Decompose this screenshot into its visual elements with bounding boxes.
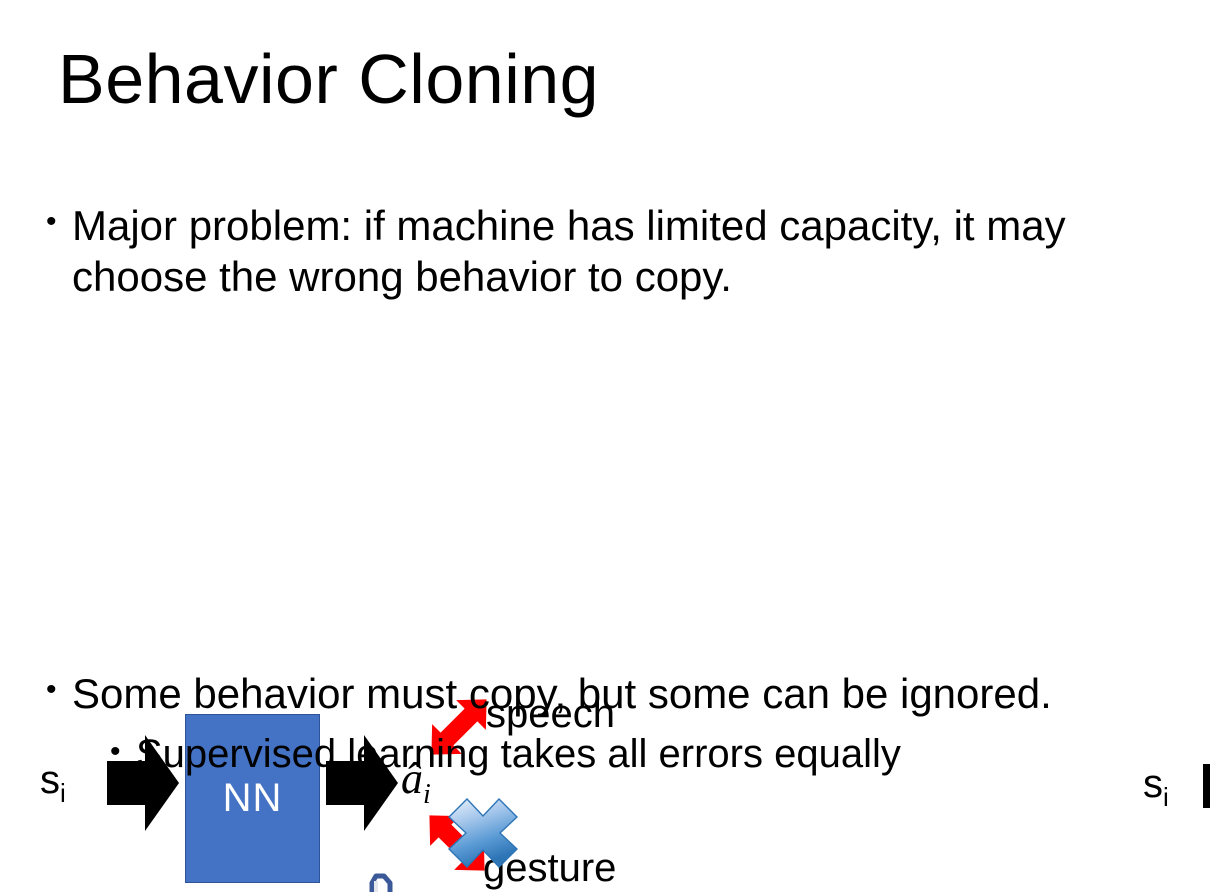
bullet-bottom-secondary: • Supervised learning takes all errors e… xyxy=(110,730,1170,779)
input-arrow-icon-right xyxy=(1203,738,1210,834)
thumbs-up-icon xyxy=(328,871,424,892)
page-title: Behavior Cloning xyxy=(58,40,600,118)
action-label-left: âi xyxy=(401,754,431,810)
bullet-top: • Major problem: if machine has limited … xyxy=(46,200,1136,302)
diagram-right: si NN Actor âi xyxy=(558,340,1210,810)
cross-out-icon-left xyxy=(445,795,521,871)
input-arrow-icon-left xyxy=(107,735,179,831)
state-label-left: si xyxy=(40,758,66,808)
action-subscript: i xyxy=(423,778,431,810)
diagram-left: si NN Actor âi xyxy=(10,340,616,892)
bullet-marker-icon: • xyxy=(110,735,121,768)
bullet-bottom-primary: • Some behavior must copy, but some can … xyxy=(46,668,1166,719)
bullet-bottom-secondary-text: Supervised learning takes all errors equ… xyxy=(136,732,901,776)
state-subscript: i xyxy=(1163,782,1169,812)
bullet-top-text: Major problem: if machine has limited ca… xyxy=(72,202,1066,301)
output-arrow-icon-left xyxy=(326,735,398,831)
speech-arrow-icon-left xyxy=(420,688,498,766)
bullet-bottom-primary-text: Some behavior must copy, but some can be… xyxy=(72,670,1052,717)
state-label-right: si xyxy=(1143,762,1169,812)
speech-label-left: speech xyxy=(486,692,615,736)
bullet-marker-icon: • xyxy=(46,673,57,706)
state-subscript: i xyxy=(60,778,66,808)
nn-box-left: NN xyxy=(185,714,320,883)
nn-box-label: NN xyxy=(222,776,283,820)
bullet-marker-icon: • xyxy=(46,205,57,238)
